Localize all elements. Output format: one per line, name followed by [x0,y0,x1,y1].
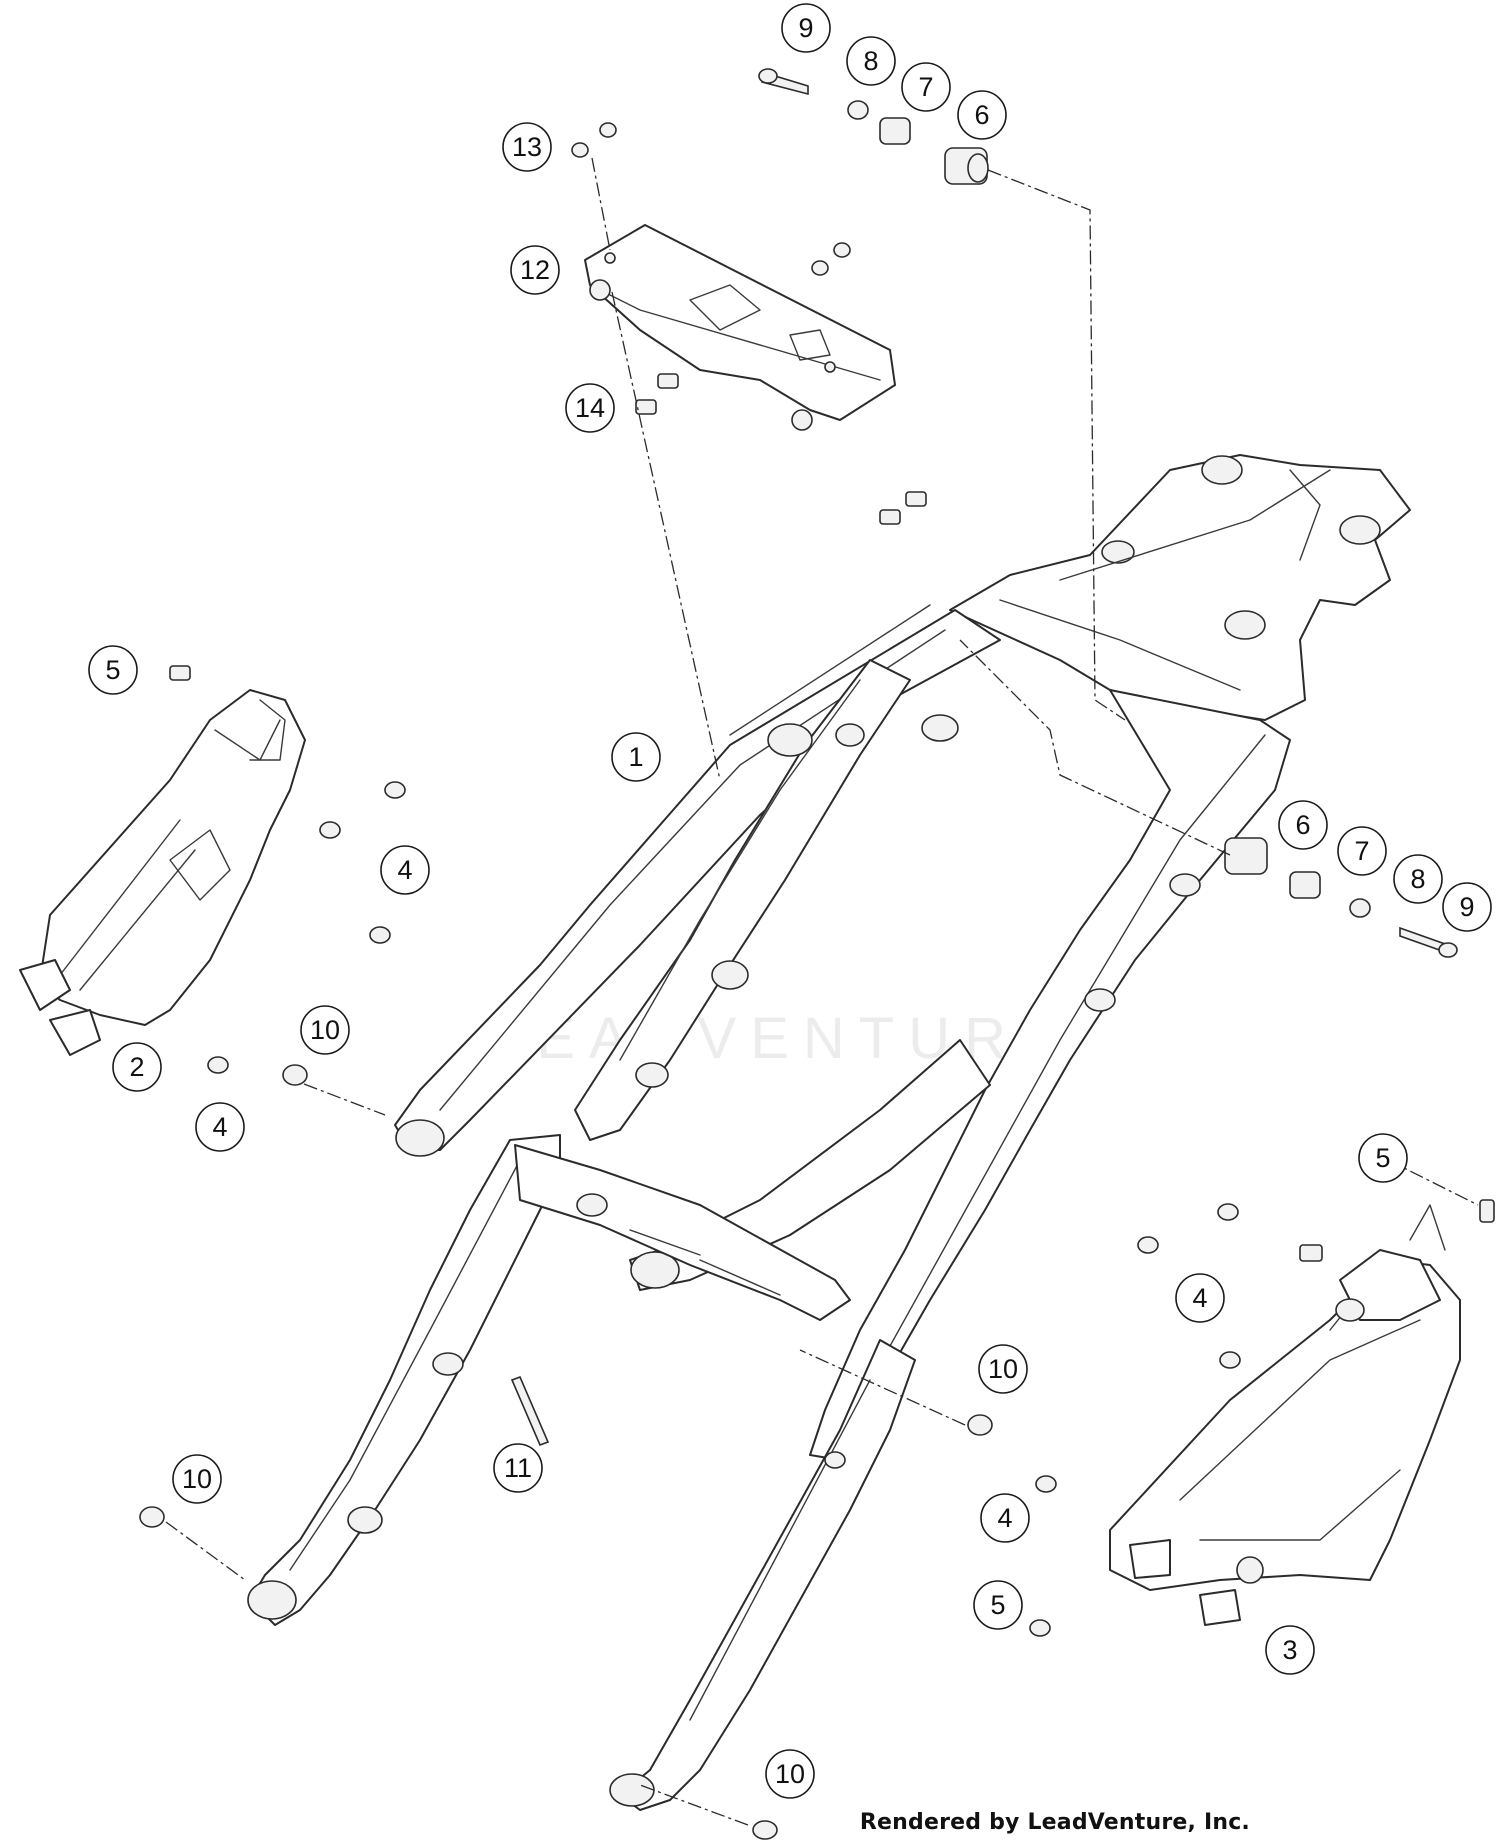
callout-10: 10 [300,1005,350,1055]
subframe-part-1 [247,454,1411,1811]
svg-text:5: 5 [990,1590,1005,1620]
callout-7: 7 [1337,826,1387,876]
svg-text:5: 5 [105,655,120,685]
svg-text:4: 4 [212,1112,227,1142]
render-credit: Rendered by LeadVenture, Inc. [859,1810,1250,1835]
callout-9: 9 [781,3,831,53]
svg-text:7: 7 [918,72,933,102]
svg-text:6: 6 [974,100,989,130]
svg-text:7: 7 [1354,836,1369,866]
leader-lines [165,157,1479,1826]
svg-text:4: 4 [397,855,412,885]
svg-text:10: 10 [988,1354,1018,1384]
callout-8: 8 [846,36,896,86]
svg-text:10: 10 [182,1464,212,1494]
callout-1: 1 [611,732,661,782]
svg-text:13: 13 [512,132,542,162]
callout-10: 10 [978,1344,1028,1394]
callout-4: 4 [380,845,430,895]
callout-9: 9 [1442,882,1492,932]
callout-12: 12 [510,245,560,295]
svg-text:10: 10 [310,1015,340,1045]
callout-4: 4 [1175,1273,1225,1323]
callout-3: 3 [1265,1625,1315,1675]
side-panel-part-3 [1109,1204,1461,1626]
callout-5: 5 [88,645,138,695]
callout-5: 5 [973,1580,1023,1630]
hardware-small-fasteners [139,122,1495,1840]
svg-text:8: 8 [863,46,878,76]
svg-text:3: 3 [1282,1635,1297,1665]
svg-text:2: 2 [129,1052,144,1082]
callout-13: 13 [502,122,552,172]
callout-8: 8 [1393,854,1443,904]
hardware-top-bushing-stack [758,68,989,185]
svg-text:12: 12 [520,255,550,285]
callout-4: 4 [195,1102,245,1152]
svg-text:9: 9 [798,13,813,43]
callout-4: 4 [980,1493,1030,1543]
side-panel-part-2 [19,689,306,1056]
callout-2: 2 [112,1042,162,1092]
callout-11: 11 [493,1443,543,1493]
callout-5: 5 [1358,1133,1408,1183]
bracket-part-12 [584,224,896,431]
callout-7: 7 [901,62,951,112]
svg-text:4: 4 [1192,1283,1207,1313]
svg-text:11: 11 [504,1453,532,1483]
hardware-right-bushing-stack [1224,837,1458,958]
svg-text:1: 1 [628,742,643,772]
callout-6: 6 [1278,800,1328,850]
svg-text:9: 9 [1459,892,1474,922]
watermark-text: LEADVENTURE [490,1006,1073,1071]
svg-text:8: 8 [1410,864,1425,894]
svg-text:14: 14 [575,393,605,423]
svg-text:4: 4 [997,1503,1012,1533]
svg-text:10: 10 [775,1759,805,1789]
svg-text:5: 5 [1375,1143,1390,1173]
svg-text:6: 6 [1295,810,1310,840]
callout-14: 14 [565,383,615,433]
callout-6: 6 [957,90,1007,140]
callout-10: 10 [172,1454,222,1504]
callout-10: 10 [765,1749,815,1799]
